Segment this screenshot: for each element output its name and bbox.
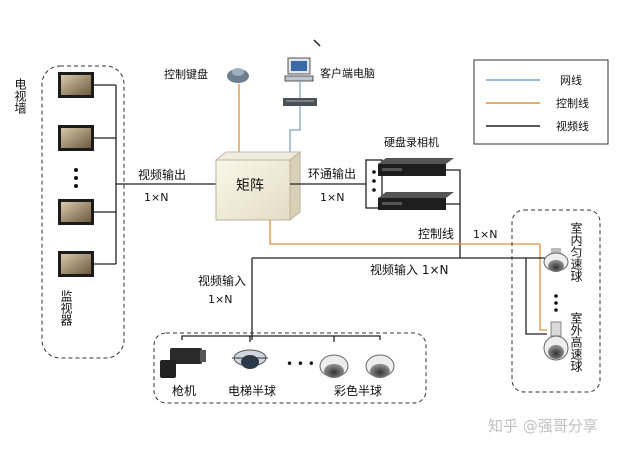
outdoor-dome-camera-icon <box>543 321 569 361</box>
loop-output-ratio: 1×N <box>320 191 344 204</box>
watermark: 知乎 @强哥分享 <box>488 417 598 435</box>
matrix-control-line <box>269 220 540 245</box>
switch-icon <box>283 98 317 106</box>
computer-icon <box>284 57 314 82</box>
loop-output-label: 环通输出 <box>308 166 356 181</box>
legend-control-label: 控制线 <box>556 96 589 110</box>
dome-camera-icon <box>365 354 395 378</box>
control-keyboard-label: 控制键盘 <box>164 67 208 81</box>
monitor-label: 监视器 <box>59 290 73 327</box>
video-input-main-label: 视频输入 1×N <box>370 262 448 277</box>
video-input-ratio: 1×N <box>208 293 232 306</box>
elevator-dome-label: 电梯半球 <box>228 384 276 398</box>
dome-control-line <box>539 244 547 331</box>
indoor-dome-label: 室内匀速球 <box>569 221 583 282</box>
matrix-label: 矩阵 <box>236 178 264 194</box>
matrix-icon: 矩阵 <box>214 150 302 222</box>
elevator-dome-icon <box>232 349 268 369</box>
gun-camera-label: 枪机 <box>172 383 196 398</box>
control-line-label: 控制线 <box>418 227 454 241</box>
monitor-icon <box>58 72 94 98</box>
indoor-dome-camera-icon <box>543 248 569 272</box>
stray-mark <box>313 39 321 47</box>
ellipsis-dots <box>554 294 558 312</box>
switch-network-line <box>289 106 301 160</box>
monitor-icon <box>58 199 94 225</box>
camera-group <box>153 332 427 404</box>
outdoor-dome-video-line <box>525 258 547 335</box>
gun-camera-icon <box>160 348 206 378</box>
dvr-label: 硬盘录相机 <box>384 135 439 149</box>
dome-group <box>511 209 601 393</box>
client-pc-label: 客户端电脑 <box>320 66 375 80</box>
control-line-ratio: 1×N <box>473 228 497 241</box>
legend-network-label: 网线 <box>560 73 582 87</box>
monitor-icon <box>58 125 94 151</box>
dvr-bracket <box>365 159 383 209</box>
legend-video-label: 视频线 <box>556 119 589 133</box>
color-dome-label: 彩色半球 <box>334 384 382 398</box>
video-output-label: 视频输出 <box>138 167 186 182</box>
monitor-icon <box>58 251 94 277</box>
camera-video-bus <box>181 335 381 340</box>
camera-ellipsis: • • • <box>286 357 315 371</box>
tv-wall-group <box>41 65 125 359</box>
legend: 网线 控制线 视频线 <box>473 59 609 145</box>
ellipsis-dots <box>372 170 376 192</box>
dvr-icon <box>378 158 454 176</box>
dvr-icon <box>378 192 454 210</box>
video-output-ratio: 1×N <box>144 191 168 204</box>
dome-camera-icon <box>319 354 349 378</box>
keyboard-icon <box>227 68 249 83</box>
dvr-video-line <box>446 169 461 258</box>
outdoor-dome-label: 室外高速球 <box>569 311 583 372</box>
video-input-label: 视频输入 <box>198 273 246 288</box>
monitor-video-bus <box>94 84 216 265</box>
ellipsis-dots <box>74 168 78 188</box>
tv-wall-label: 电视墙 <box>13 78 27 115</box>
